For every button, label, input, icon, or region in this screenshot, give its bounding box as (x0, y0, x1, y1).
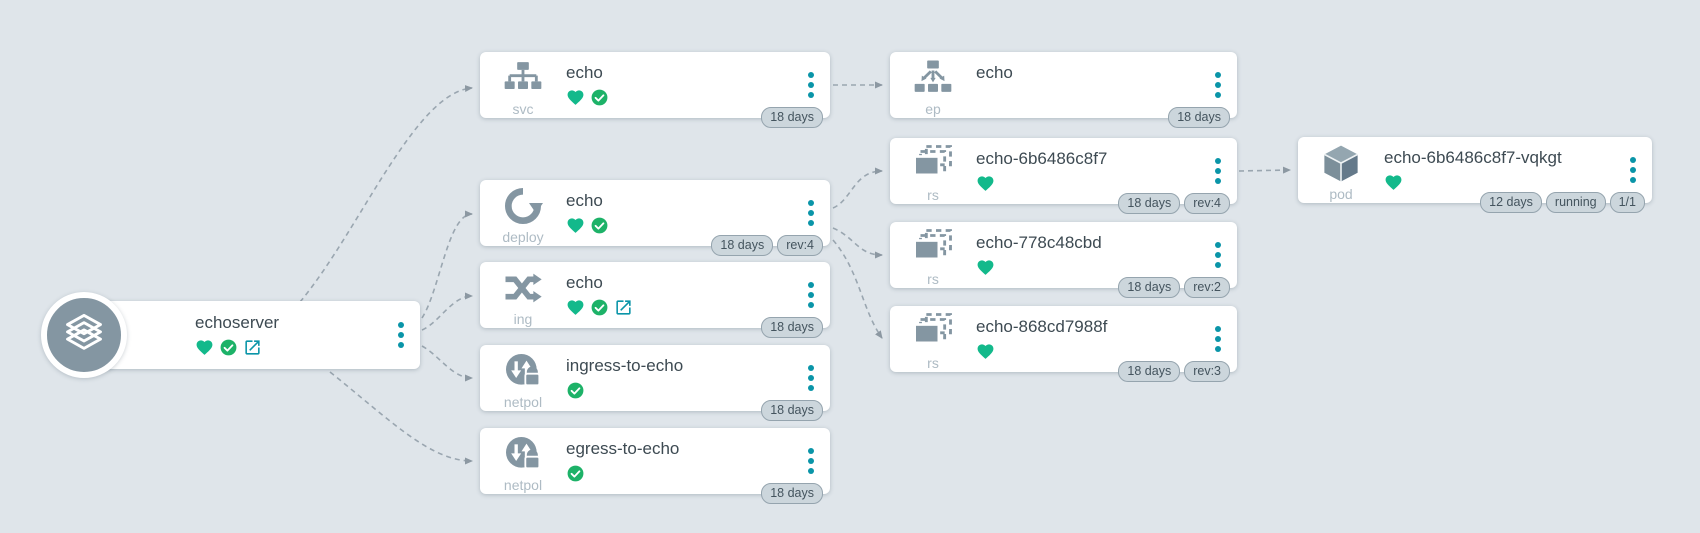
stacked-copies-icon (913, 144, 953, 189)
stacked-copies-icon (913, 228, 953, 273)
heart-icon (566, 88, 585, 107)
heart-icon (976, 174, 995, 193)
edge-deploy-rs3 (832, 239, 883, 339)
age-badge: 18 days (1118, 361, 1181, 382)
revision-badge: rev:3 (1184, 361, 1230, 382)
revision-badge: rev:2 (1184, 277, 1230, 298)
node-title: echo (566, 63, 603, 82)
node-pod-echo-6b6486c8f7-vqkgt[interactable]: pod echo-6b6486c8f7-vqkgt 12 days runnin… (1298, 137, 1652, 213)
heart-icon (1384, 173, 1403, 192)
node-replicaset-echo-778c48cbd[interactable]: rs echo-778c48cbd 18 days rev:2 (890, 222, 1237, 298)
node-kind-label: rs (927, 271, 939, 287)
service-tree-icon (503, 58, 543, 103)
edge-root-deploy (421, 210, 473, 319)
check-circle-icon (566, 464, 585, 483)
edge-root-svc (299, 85, 473, 303)
node-replicaset-echo-868cd7988f[interactable]: rs echo-868cd7988f 18 days rev:3 (890, 306, 1237, 382)
node-deployment-echo[interactable]: deploy echo 18 days rev:4 (480, 180, 830, 256)
check-circle-icon (590, 216, 609, 235)
node-kind-label: rs (927, 187, 939, 203)
revision-badge: rev:4 (777, 235, 823, 256)
check-circle-icon (590, 298, 609, 317)
check-circle-icon (590, 88, 609, 107)
kebab-menu-icon[interactable] (1614, 137, 1652, 203)
age-badge: 18 days (761, 483, 823, 504)
ready-badge: 1/1 (1609, 192, 1645, 213)
node-title: ingress-to-echo (566, 356, 684, 375)
age-badge: 18 days (761, 400, 823, 421)
edge-deploy-rs2 (832, 227, 883, 259)
layers-icon (61, 310, 107, 361)
node-netpol-ingress-to-echo[interactable]: netpol ingress-to-echo 18 days (480, 345, 830, 421)
node-title: echo-6b6486c8f7 (976, 149, 1108, 168)
heart-icon (566, 216, 585, 235)
age-badge: 18 days (711, 235, 774, 256)
node-title: echo-778c48cbd (976, 233, 1102, 252)
node-kind-label: rs (927, 355, 939, 371)
check-circle-icon (566, 381, 585, 400)
node-ingress-echo[interactable]: ing echo 18 days (480, 262, 830, 338)
node-kind-label: ep (925, 101, 941, 117)
edge-root-ing (421, 292, 473, 331)
open-in-new-icon[interactable] (243, 338, 262, 357)
kebab-menu-icon[interactable] (1199, 138, 1237, 204)
check-circle-icon (219, 338, 238, 357)
edge-rs1-pod (1238, 166, 1291, 174)
age-badge: 18 days (1118, 193, 1181, 214)
node-title: echo (566, 191, 603, 210)
kebab-menu-icon[interactable] (792, 52, 830, 118)
node-kind-label: netpol (503, 394, 543, 410)
age-badge: 18 days (1118, 277, 1181, 298)
traffic-lock-icon (503, 434, 543, 479)
node-netpol-egress-to-echo[interactable]: netpol egress-to-echo 18 days (480, 428, 830, 504)
open-in-new-icon[interactable] (614, 298, 633, 317)
node-kind-label: pod (1329, 186, 1353, 202)
edge-deploy-rs1 (832, 167, 883, 209)
age-badge: 12 days (1480, 192, 1542, 213)
application-circle (41, 292, 127, 378)
circular-arrow-icon (503, 186, 543, 231)
node-title: echo-6b6486c8f7-vqkgt (1384, 148, 1562, 167)
kebab-menu-icon[interactable] (382, 301, 420, 369)
kebab-menu-icon[interactable] (1199, 306, 1237, 372)
age-badge: 18 days (761, 317, 823, 338)
kebab-menu-icon[interactable] (792, 345, 830, 411)
kebab-menu-icon[interactable] (792, 428, 830, 494)
heart-icon (976, 342, 995, 361)
shuffle-arrows-icon (503, 268, 543, 313)
age-badge: 18 days (1168, 107, 1230, 128)
node-kind-label: netpol (503, 477, 543, 493)
node-kind-label: deploy (502, 229, 544, 245)
age-badge: 18 days (761, 107, 823, 128)
heart-icon (976, 258, 995, 277)
kebab-menu-icon[interactable] (1199, 52, 1237, 118)
node-application-echoserver[interactable]: echoserver (41, 292, 420, 378)
edge-root-netpol-egress (329, 371, 473, 465)
node-title: echo (976, 63, 1013, 82)
node-title: echo (566, 273, 603, 292)
endpoints-fanout-icon (913, 58, 953, 103)
node-kind-label: svc (512, 101, 534, 117)
edge-root-netpol-ingress (421, 345, 473, 382)
node-title: egress-to-echo (566, 439, 680, 458)
node-title: echo-868cd7988f (976, 317, 1108, 336)
node-title: echoserver (195, 313, 280, 332)
cube-icon (1320, 143, 1362, 190)
kebab-menu-icon[interactable] (792, 262, 830, 328)
stacked-copies-icon (913, 312, 953, 357)
heart-icon (566, 298, 585, 317)
kebab-menu-icon[interactable] (1199, 222, 1237, 288)
node-kind-label: ing (513, 311, 533, 327)
node-service-echo[interactable]: svc echo 18 days (480, 52, 830, 128)
traffic-lock-icon (503, 351, 543, 396)
kebab-menu-icon[interactable] (792, 180, 830, 246)
node-replicaset-echo-6b6486c8f7[interactable]: rs echo-6b6486c8f7 18 days rev:4 (890, 138, 1237, 214)
node-endpoints-echo[interactable]: ep echo 18 days (890, 52, 1237, 128)
status-badge: running (1545, 192, 1606, 213)
revision-badge: rev:4 (1184, 193, 1230, 214)
heart-icon (195, 338, 214, 357)
